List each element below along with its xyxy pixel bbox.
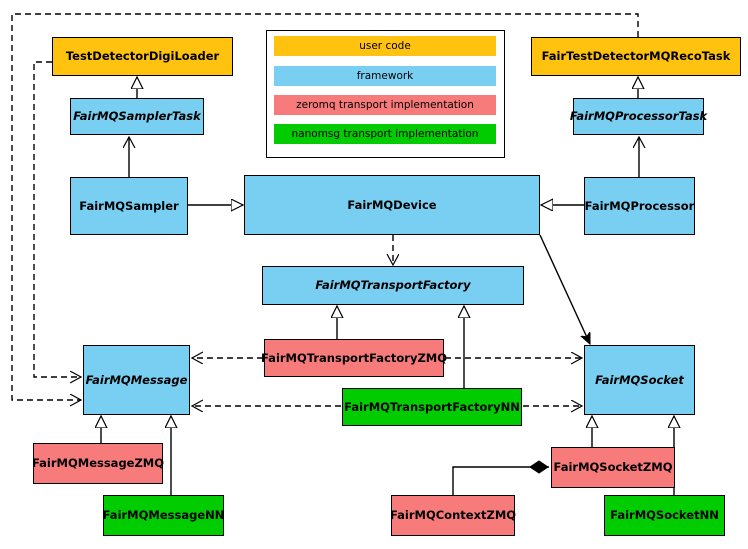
class-label-fairmqprocessor: FairMQProcessor <box>584 198 695 213</box>
class-label-fairmqprocessortask: FairMQProcessorTask <box>569 109 708 124</box>
class-label-fairmqsampler: FairMQSampler <box>79 198 179 213</box>
class-node-fairtestdetectormqrecotask[interactable]: FairTestDetectorMQRecoTask <box>531 37 741 76</box>
class-label-fairmqcontextzmq: FairMQContextZMQ <box>389 508 517 523</box>
class-node-fairmqmessagenn[interactable]: FairMQMessageNN <box>103 495 224 536</box>
class-node-fairmqsamplertask[interactable]: FairMQSamplerTask <box>70 98 204 135</box>
class-label-fairmqmessagezmq: FairMQMessageZMQ <box>31 456 165 471</box>
class-label-fairmqtransportfactorynn: FairMQTransportFactoryNN <box>344 399 520 414</box>
class-label-fairmqmessage: FairMQMessage <box>85 372 188 387</box>
class-label-fairmqdevice: FairMQDevice <box>347 197 437 212</box>
legend-label-nanomsg: nanomsg transport implementation <box>291 128 479 140</box>
legend-label-framework: framework <box>356 70 414 82</box>
edge-recotask-to-message <box>11 13 639 400</box>
class-label-fairmqsocketzmq: FairMQSocketZMQ <box>553 460 673 475</box>
edge-digiloader-to-message <box>33 61 81 377</box>
class-label-testdetectordigiloader: TestDetectorDigiLoader <box>65 49 220 64</box>
class-node-fairmqsampler[interactable]: FairMQSampler <box>70 177 188 235</box>
legend-item-user-code: user code <box>274 36 496 56</box>
class-label-fairmqsocket: FairMQSocket <box>595 372 684 387</box>
legend-label-user-code: user code <box>359 40 411 52</box>
class-node-fairmqmessage[interactable]: FairMQMessage <box>83 345 190 415</box>
class-node-fairmqtransportfactory[interactable]: FairMQTransportFactory <box>262 266 524 305</box>
legend-label-zeromq: zeromq transport implementation <box>296 99 474 111</box>
edge-contextzmq-to-socketzmq <box>452 467 549 495</box>
class-label-fairmqtransportfactory: FairMQTransportFactory <box>315 278 471 293</box>
class-node-fairmqtransportfactoryzmq[interactable]: FairMQTransportFactoryZMQ <box>261 339 447 377</box>
class-node-fairmqsocketzmq[interactable]: FairMQSocketZMQ <box>551 447 675 488</box>
class-node-fairmqsocket[interactable]: FairMQSocket <box>584 345 695 415</box>
class-label-fairmqsamplertask: FairMQSamplerTask <box>73 109 201 124</box>
class-node-fairmqmessagezmq[interactable]: FairMQMessageZMQ <box>32 443 164 484</box>
legend-item-nanomsg: nanomsg transport implementation <box>274 124 496 144</box>
class-label-fairmqsocketnn: FairMQSocketNN <box>610 508 719 523</box>
class-node-fairmqprocessor[interactable]: FairMQProcessor <box>584 177 695 235</box>
class-node-fairmqdevice[interactable]: FairMQDevice <box>244 175 540 235</box>
class-node-testdetectordigiloader[interactable]: TestDetectorDigiLoader <box>52 37 233 76</box>
legend-item-zeromq: zeromq transport implementation <box>274 95 496 115</box>
edge-device-to-socket <box>539 234 591 344</box>
class-label-fairmqtransportfactoryzmq: FairMQTransportFactoryZMQ <box>261 350 448 365</box>
class-label-fairmqmessagenn: FairMQMessageNN <box>102 508 225 523</box>
class-node-fairmqcontextzmq[interactable]: FairMQContextZMQ <box>390 495 516 536</box>
class-node-fairmqsocketnn[interactable]: FairMQSocketNN <box>604 495 725 536</box>
class-node-fairmqtransportfactorynn[interactable]: FairMQTransportFactoryNN <box>342 388 522 426</box>
legend-item-framework: framework <box>274 66 496 86</box>
class-label-fairtestdetectormqrecotask: FairTestDetectorMQRecoTask <box>541 49 731 64</box>
class-node-fairmqprocessortask[interactable]: FairMQProcessorTask <box>570 98 707 135</box>
